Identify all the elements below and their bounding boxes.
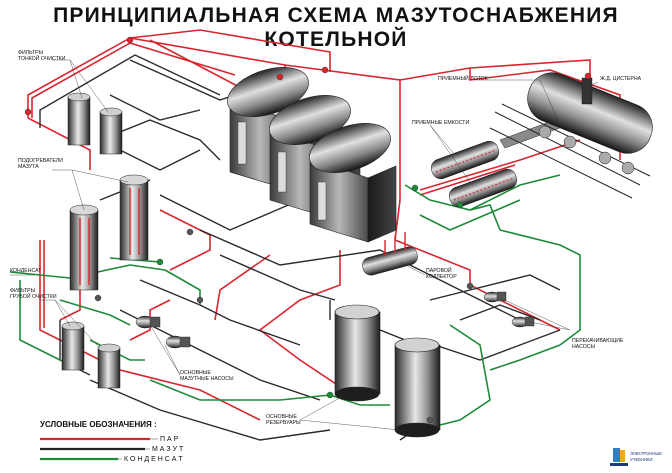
receiving-tanks <box>430 140 518 208</box>
condensate-lines <box>9 174 581 431</box>
legend-label-fuel-oil: М А З У Т <box>152 446 184 453</box>
boiler-units <box>227 67 397 243</box>
label-heaters-1: ПОДОГРЕВАТЕЛИ <box>18 158 63 164</box>
main-fuel-pumps <box>135 315 191 349</box>
legend-item-condensate: К О Н Д Е Н С А Т <box>40 456 183 463</box>
logo-text-1: ЭЛЕКТРОННЫЕ <box>630 451 662 456</box>
label-receiving-tanks: ПРИЕМНЫЕ ЕМКОСТИ <box>412 120 469 126</box>
logo-text-2: УЧЕБНИКИ <box>630 457 652 462</box>
boiler-3 <box>309 123 397 243</box>
label-steam-collector-2: КОЛЛЕКТОР <box>426 274 457 280</box>
label-transfer-pumps-1: ПЕРЕКАЧИВАЮЩИЕ <box>572 338 624 344</box>
main-storage-tanks <box>334 304 441 438</box>
label-receiving-trough: ПРИЕМНЫЙ ЛОТОК <box>438 74 488 82</box>
valves <box>24 36 592 424</box>
label-rail-tank: Ж.Д. ЦИСТЕРНА <box>600 76 642 82</box>
equipment-labels: ФИЛЬТРЫ ТОНКОЙ ОЧИСТКИ ПОДОГРЕВАТЕЛИ МАЗ… <box>10 50 642 426</box>
legend: УСЛОВНЫЕ ОБОЗНАЧЕНИЯ : П А Р М А З У Т К… <box>40 420 184 463</box>
label-fine-filters-2: ТОНКОЙ ОЧИСТКИ <box>18 54 66 62</box>
legend-item-fuel-oil: М А З У Т <box>40 446 184 453</box>
label-main-tanks-2: РЕЗЕРВУАРЫ <box>266 420 301 426</box>
coarse-filters <box>61 321 121 389</box>
rail-tank-car <box>527 72 653 175</box>
label-steam-collector-1: ПАРОВОЙ <box>426 266 452 274</box>
label-fine-filters-1: ФИЛЬТРЫ <box>18 50 44 56</box>
label-main-pumps-1: ОСНОВНЫЕ <box>180 370 211 376</box>
steam-collector <box>362 232 418 276</box>
legend-title: УСЛОВНЫЕ ОБОЗНАЧЕНИЯ : <box>40 420 157 429</box>
legend-label-condensate: К О Н Д Е Н С А Т <box>124 456 183 463</box>
callout-leaders <box>10 59 599 431</box>
label-main-tanks-1: ОСНОВНЫЕ <box>266 414 297 420</box>
label-coarse-filters-2: ГРУБОЙ ОЧИСТКИ <box>10 292 57 300</box>
fine-filters <box>67 92 123 155</box>
page-title: ПРИНЦИПИАЛЬНАЯ СХЕМА МАЗУТОСНАБЖЕНИЯ КОТ… <box>53 4 619 51</box>
label-transfer-pumps-2: НАСОСЫ <box>572 344 596 350</box>
fuel-oil-heaters <box>69 174 149 291</box>
book-icon <box>610 448 628 466</box>
legend-label-steam: П А Р <box>160 436 179 443</box>
transfer-pumps <box>483 291 535 328</box>
label-coarse-filters-1: ФИЛЬТРЫ <box>10 288 36 294</box>
label-condensate: КОНДЕНСАТ <box>10 268 42 274</box>
label-heaters-2: МАЗУТА <box>18 164 39 170</box>
legend-item-steam: П А Р <box>40 436 179 443</box>
label-main-pumps-2: МАЗУТНЫЕ НАСОСЫ <box>180 376 234 382</box>
publisher-logo: ЭЛЕКТРОННЫЕ УЧЕБНИКИ <box>610 448 662 466</box>
